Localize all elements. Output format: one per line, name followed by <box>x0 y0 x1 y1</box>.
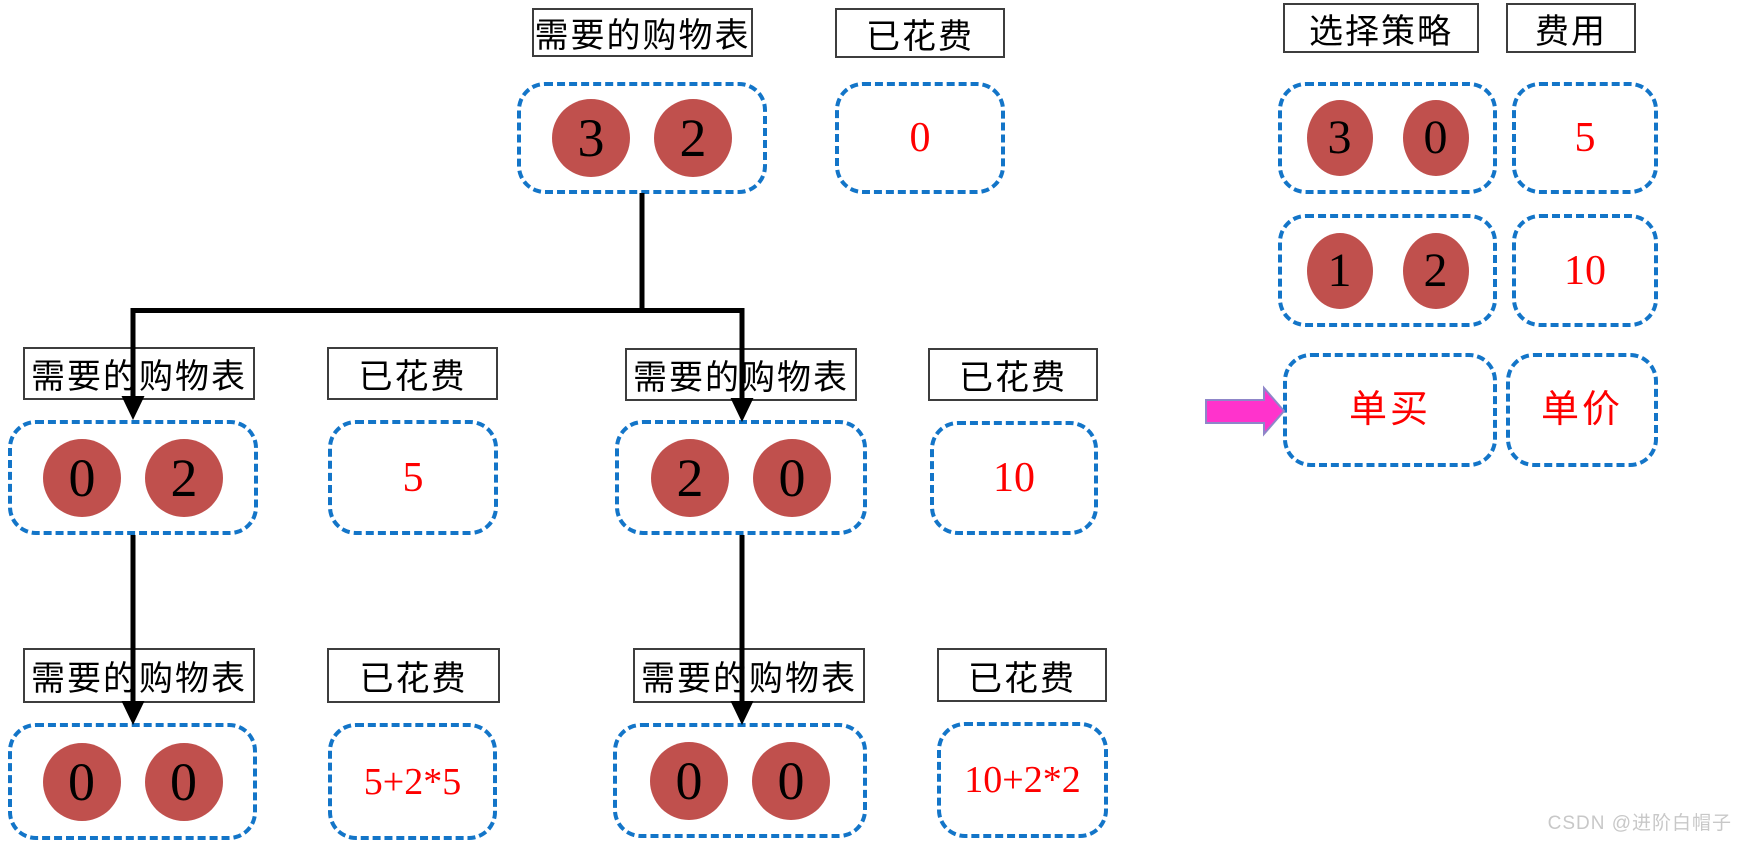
l3-right-shopping-list-box: 0 0 <box>613 723 867 838</box>
root-shopping-list-label: 需要的购物表 <box>532 8 753 57</box>
item-count-circle: 0 <box>144 742 223 821</box>
arrow-down-icon <box>730 701 754 725</box>
spent-value: 0 <box>909 115 931 161</box>
l2-left-shopping-list-box: 0 2 <box>8 420 258 535</box>
spent-value: 5 <box>402 454 424 501</box>
item-count-circle: 2 <box>651 438 729 517</box>
item-count-circle: 0 <box>753 438 831 517</box>
l2-left-shopping-list-label: 需要的购物表 <box>23 347 255 400</box>
item-count-circle: 0 <box>650 741 728 820</box>
l3-right-shopping-list-label: 需要的购物表 <box>633 648 865 703</box>
root-spent-label: 已花费 <box>835 8 1005 58</box>
cost-value: 10 <box>1564 247 1606 294</box>
arrow-down-icon <box>121 701 145 725</box>
l2-right-shopping-list-label: 需要的购物表 <box>625 348 857 401</box>
strategy-row-2-cost-box: 10 <box>1512 214 1658 327</box>
l2-left-spent-label: 已花费 <box>327 347 498 400</box>
item-count-circle: 0 <box>1402 100 1469 176</box>
strategy-header: 选择策略 <box>1283 3 1479 53</box>
l3-left-spent-label: 已花费 <box>327 648 500 703</box>
l2-right-spent-box: 10 <box>930 421 1098 535</box>
l3-right-spent-box: 10+2*2 <box>937 722 1108 838</box>
l3-left-spent-box: 5+2*5 <box>328 723 497 840</box>
item-count-circle: 0 <box>42 742 121 821</box>
item-count-circle: 3 <box>1306 100 1373 176</box>
l2-right-spent-label: 已花费 <box>928 348 1098 401</box>
item-count-circle: 2 <box>654 99 732 177</box>
watermark: CSDN @进阶白帽子 <box>1547 813 1732 834</box>
arrow-down-icon <box>730 398 754 422</box>
item-count-circle: 3 <box>552 99 630 177</box>
spent-value: 10 <box>993 455 1035 501</box>
spent-value: 5+2*5 <box>363 760 462 803</box>
strategy-row-2-box: 1 2 <box>1278 214 1497 327</box>
l3-left-shopping-list-box: 0 0 <box>8 723 257 840</box>
strategy-row-1-box: 3 0 <box>1278 82 1497 194</box>
spent-value: 10+2*2 <box>964 759 1081 801</box>
item-count-circle: 0 <box>43 438 121 517</box>
l2-right-shopping-list-box: 2 0 <box>615 420 867 535</box>
strategy-row-1-cost-box: 5 <box>1512 82 1658 194</box>
strategy-value: 单买 <box>1348 389 1431 431</box>
item-count-circle: 1 <box>1306 232 1373 309</box>
item-count-circle: 0 <box>752 741 830 820</box>
l3-right-spent-label: 已花费 <box>937 648 1107 702</box>
item-count-circle: 2 <box>1402 232 1469 309</box>
strategy-row-3-cost-box: 单价 <box>1506 353 1658 467</box>
l2-left-spent-box: 5 <box>328 420 498 535</box>
l3-left-shopping-list-label: 需要的购物表 <box>23 648 255 703</box>
highlight-right-arrow-icon <box>1205 385 1286 437</box>
cost-header: 费用 <box>1506 3 1636 53</box>
root-spent-box: 0 <box>835 82 1005 194</box>
cost-value: 5 <box>1574 115 1596 161</box>
cost-value: 单价 <box>1540 389 1623 431</box>
root-shopping-list-box: 3 2 <box>517 82 767 194</box>
item-count-circle: 2 <box>145 438 223 517</box>
strategy-row-3-box: 单买 <box>1283 353 1497 467</box>
